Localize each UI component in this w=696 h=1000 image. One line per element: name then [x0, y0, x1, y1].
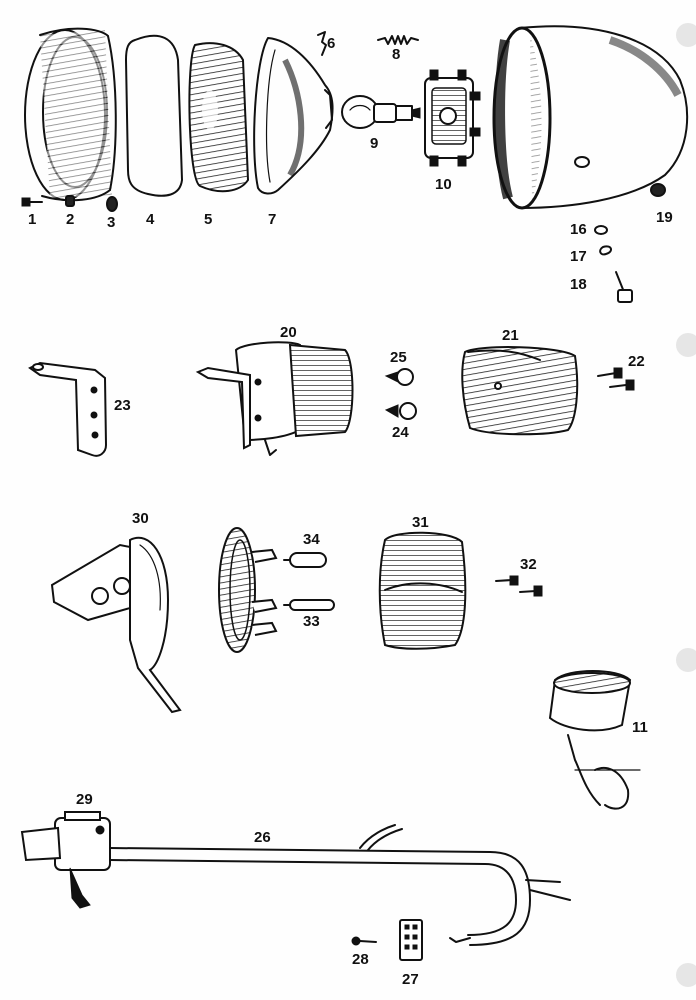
callout-25: 25 [390, 349, 407, 366]
rim-screw-icon [21, 197, 43, 207]
wiring-loom [109, 824, 571, 946]
switch-unit [20, 811, 111, 909]
callout-33: 33 [303, 613, 320, 630]
callout-29: 29 [76, 791, 93, 808]
callout-28: 28 [352, 951, 369, 968]
headlamp-shell [492, 25, 689, 210]
callout-23: 23 [114, 397, 131, 414]
callout-21: 21 [502, 327, 519, 344]
clip-wire [317, 31, 327, 56]
headlamp-lens [188, 42, 250, 193]
callout-30: 30 [132, 510, 149, 527]
grommet-icon [650, 183, 666, 197]
callout-18: 18 [570, 276, 587, 293]
tube-bulb-icon [283, 599, 335, 611]
callout-31: 31 [412, 514, 429, 531]
callout-16: 16 [570, 221, 587, 238]
speedometer [548, 670, 641, 810]
lens-screws-icon [597, 367, 635, 391]
rim-nut-icon [65, 195, 75, 207]
shell-bolt-icon [615, 271, 633, 303]
callout-34: 34 [303, 531, 320, 548]
lock-washer-icon [599, 245, 612, 256]
spring-icon [377, 35, 419, 45]
connector-screw-icon [351, 936, 377, 946]
washer-icon [594, 225, 608, 235]
callout-8: 8 [392, 46, 401, 63]
binder-holes [676, 23, 696, 987]
spring-clip-icon [106, 196, 118, 212]
tail-lens [461, 346, 579, 436]
side-screws-icon [495, 575, 543, 597]
callout-27: 27 [402, 971, 419, 988]
callout-19: 19 [656, 209, 673, 226]
lamp-holder [424, 69, 481, 167]
side-lamp-bracket [50, 537, 182, 714]
callout-17: 17 [570, 248, 587, 265]
lamp-base-plate [218, 527, 278, 653]
bulb-small-icon [384, 368, 414, 386]
bulb-icon [341, 95, 421, 129]
tail-lamp [195, 341, 354, 456]
callout-10: 10 [435, 176, 452, 193]
mounting-bracket [28, 361, 108, 457]
callout-11: 11 [632, 719, 648, 736]
connector-block [399, 919, 423, 961]
callout-2: 2 [66, 211, 75, 228]
callout-5: 5 [204, 211, 213, 228]
gasket-ring [125, 34, 183, 197]
callout-4: 4 [146, 211, 155, 228]
callout-24: 24 [392, 424, 409, 441]
callout-6: 6 [327, 35, 336, 52]
callout-3: 3 [107, 214, 116, 231]
callout-1: 1 [28, 211, 37, 228]
callout-20: 20 [280, 324, 297, 341]
bulb-festoon-icon [384, 402, 417, 420]
side-lens [378, 531, 467, 650]
callout-26: 26 [254, 829, 271, 846]
callout-32: 32 [520, 556, 537, 573]
headlamp-rim [24, 27, 117, 202]
festoon-bulb-icon [283, 552, 327, 568]
callout-7: 7 [268, 211, 277, 228]
callout-9: 9 [370, 135, 379, 152]
callout-22: 22 [628, 353, 645, 370]
reflector [253, 37, 334, 195]
